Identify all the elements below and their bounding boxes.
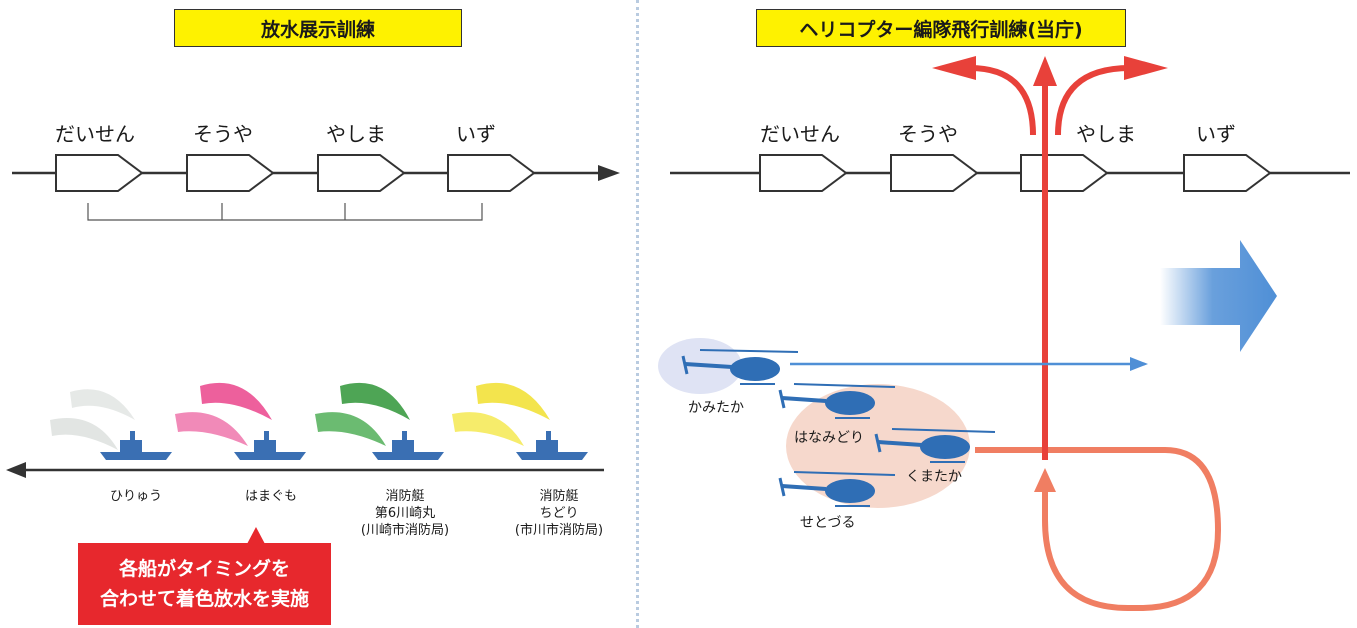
direction-arrow-icon — [598, 165, 620, 181]
lead-arrow-icon — [1130, 357, 1148, 371]
fire-boat-label: はまぐも — [244, 489, 297, 504]
helicopter-label: せとづる — [800, 515, 856, 531]
fleet-ship-label: やしま — [326, 122, 386, 146]
fire-boat-icon — [372, 431, 444, 460]
ship-shape-icon — [890, 154, 979, 192]
fire-boat-icon — [516, 431, 588, 460]
panel-divider — [636, 0, 639, 628]
helicopter-icon — [778, 471, 896, 507]
helicopter-icon — [874, 428, 996, 463]
fleet-bracket — [87, 203, 483, 221]
fire-boat-label: ひりゅう — [109, 489, 162, 504]
helicopter-label: かみたか — [688, 400, 744, 416]
ship-shape-icon — [186, 154, 275, 192]
helicopter-formation-panel: ヘリコプター編隊飛行訓練(当庁) だいせん そうや やしま いず — [640, 0, 1357, 628]
ship-shape-icon — [1020, 154, 1109, 192]
red-arrow-right-icon — [1124, 56, 1168, 80]
loop-flight-path — [975, 447, 1222, 611]
fleet-diagram — [6, 154, 620, 478]
formation-diagram — [658, 56, 1350, 611]
callout-pointer — [247, 527, 265, 544]
water-display-panel: 放水展示訓練 だいせん そうや やしま いず — [0, 0, 636, 628]
fleet-ship-label: そうや — [193, 122, 253, 146]
red-flight-path-left — [969, 65, 1036, 136]
helicopter-formation-title: ヘリコプター編隊飛行訓練(当庁) — [756, 9, 1126, 47]
helicopter-icon — [778, 383, 896, 419]
direction-arrow-icon — [6, 462, 26, 478]
fleet-ship-label: やしま — [1076, 122, 1136, 146]
ship-shape-icon — [317, 154, 406, 192]
water-spray-icon — [452, 382, 550, 446]
helicopter-label: はなみどり — [794, 430, 864, 446]
fire-boat-label: 消防艇 ちどり (市川市消防局) — [514, 489, 604, 538]
red-arrow-left-icon — [932, 56, 976, 80]
fire-boat-icon — [100, 431, 172, 460]
helicopter-label: くまたか — [906, 469, 962, 485]
helicopter-icon — [681, 349, 799, 385]
ship-shape-icon — [55, 154, 144, 192]
water-display-title: 放水展示訓練 — [174, 9, 462, 47]
fleet-ship-label: だいせん — [55, 122, 135, 146]
red-arrow-up-icon — [1033, 56, 1057, 86]
water-spray-icon — [315, 382, 410, 446]
ship-shape-icon — [759, 154, 848, 192]
fire-boat-label: 消防艇 第6川崎丸 (川崎市消防局) — [360, 489, 450, 538]
ship-shape-icon — [447, 154, 536, 192]
red-flight-path-right — [1055, 65, 1131, 136]
water-spray-icon — [175, 382, 272, 446]
flight-direction-arrow-icon — [1160, 240, 1277, 352]
fleet-ship-label: いず — [1196, 122, 1236, 146]
loop-arrow-icon — [1034, 468, 1056, 492]
ship-shape-icon — [1183, 154, 1272, 192]
fleet-ship-label: だいせん — [760, 122, 840, 146]
fire-boat-icon — [234, 431, 306, 460]
fleet-ship-label: いず — [456, 122, 496, 146]
callout-box: 各船がタイミングを 合わせて着色放水を実施 — [78, 543, 331, 625]
water-spray-icon — [50, 389, 135, 450]
fleet-ship-label: そうや — [898, 122, 958, 146]
